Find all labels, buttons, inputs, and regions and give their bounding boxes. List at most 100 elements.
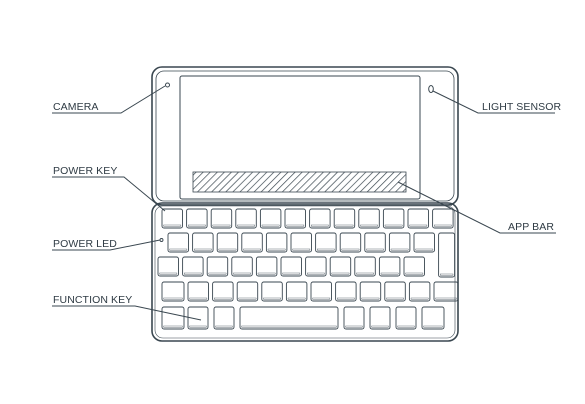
key-bevel: [390, 248, 409, 251]
key-bevel: [233, 272, 251, 275]
enter-key: [438, 232, 456, 278]
keyboard-key: [310, 281, 332, 302]
key-bevel: [169, 248, 188, 251]
key-bevel: [341, 248, 360, 251]
key-bevel: [267, 248, 286, 251]
keyboard-key: [261, 281, 283, 302]
keyboard-key: [192, 232, 214, 253]
key-bevel: [410, 297, 429, 300]
keyboard-key: [265, 232, 288, 253]
key-bevel: [434, 224, 452, 227]
keyboard-key: [382, 208, 405, 229]
keyboard-key: [213, 306, 235, 330]
key-bevel: [212, 224, 231, 227]
keyboard-key: [284, 208, 306, 229]
key-bevel: [317, 248, 335, 251]
key-bevel: [405, 272, 424, 275]
key-bevel: [187, 224, 206, 227]
key-bevel: [215, 325, 233, 328]
keyboard-key: [212, 281, 234, 302]
keyboard-key: [388, 232, 411, 253]
keyboard-key: [187, 281, 209, 302]
keyboard-key: [343, 306, 365, 330]
key-bevel: [337, 297, 355, 300]
app-bar: [192, 171, 407, 193]
keyboard-key: [407, 208, 429, 229]
key-bevel: [163, 325, 183, 328]
keyboard-key: [285, 281, 308, 302]
function-key-label: FUNCTION KEY: [53, 294, 132, 306]
key-bevel: [241, 325, 337, 328]
keyboard-key: [236, 281, 259, 302]
keyboard-key: [395, 306, 417, 330]
camera-icon: [165, 82, 170, 88]
keyboard-key: [358, 208, 380, 229]
key-bevel: [159, 272, 178, 275]
key-bevel: [263, 297, 281, 300]
keyboard-key: [259, 208, 282, 229]
key-bevel: [282, 272, 301, 275]
key-bevel: [415, 248, 434, 251]
key-bevel: [286, 224, 305, 227]
keyboard-key: [403, 256, 425, 277]
key-bevel: [287, 297, 306, 300]
key-bevel: [238, 297, 257, 300]
keyboard-key: [359, 281, 382, 302]
keyboard-key: [280, 256, 302, 277]
display-screen: [179, 75, 421, 200]
key-bevel: [366, 248, 384, 251]
keyboard-keys: [157, 208, 459, 330]
keyboard-key: [432, 208, 454, 229]
key-bevel: [213, 297, 232, 300]
keyboard-key: [206, 256, 229, 277]
keyboard-key: [413, 232, 435, 253]
key-bevel: [335, 224, 354, 227]
key-bevel: [386, 297, 404, 300]
key-bevel: [380, 272, 399, 275]
key-bevel: [361, 297, 380, 300]
key-bevel: [208, 272, 227, 275]
function-key: [187, 306, 209, 330]
keyboard-key: [333, 208, 356, 229]
key-bevel: [360, 224, 378, 227]
function-key-leader-line: [52, 305, 202, 321]
keyboard-key: [315, 232, 337, 253]
key-bevel: [311, 224, 329, 227]
keyboard-key: [369, 306, 391, 330]
keyboard-key: [290, 232, 312, 253]
keyboard-key: [161, 306, 185, 330]
app-bar-label: APP BAR: [508, 221, 554, 233]
key-bevel: [331, 272, 350, 275]
power-led-leader-line: [52, 239, 161, 251]
power-led: [159, 238, 164, 242]
light-sensor-leader-line: [432, 90, 555, 114]
key-bevel: [356, 272, 374, 275]
key-bevel: [409, 224, 428, 227]
key-bevel: [237, 224, 255, 227]
keyboard-key: [329, 256, 352, 277]
key-bevel: [218, 248, 237, 251]
power-key-label: POWER KEY: [53, 165, 118, 177]
keyboard-key: [384, 281, 406, 302]
keyboard-key: [167, 232, 189, 253]
keyboard-key: [186, 208, 208, 229]
key-bevel: [189, 325, 207, 328]
keyboard-base: [151, 202, 459, 342]
key-bevel: [193, 248, 212, 251]
keyboard-key: [335, 281, 357, 302]
power-key-leader-line: [52, 176, 166, 212]
key-bevel: [163, 224, 182, 227]
key-bevel: [307, 272, 325, 275]
camera-label: CAMERA: [53, 101, 99, 113]
keyboard-key: [210, 208, 233, 229]
power-led-label: POWER LED: [53, 238, 117, 250]
keyboard-key: [305, 256, 327, 277]
keyboard-key: [408, 281, 431, 302]
light-sensor-icon: [428, 85, 434, 93]
key-bevel: [384, 224, 403, 227]
key-bevel: [243, 248, 261, 251]
key-bevel: [371, 325, 389, 328]
keyboard-key: [231, 256, 253, 277]
keyboard-key: [255, 256, 278, 277]
key-bevel: [435, 297, 457, 300]
